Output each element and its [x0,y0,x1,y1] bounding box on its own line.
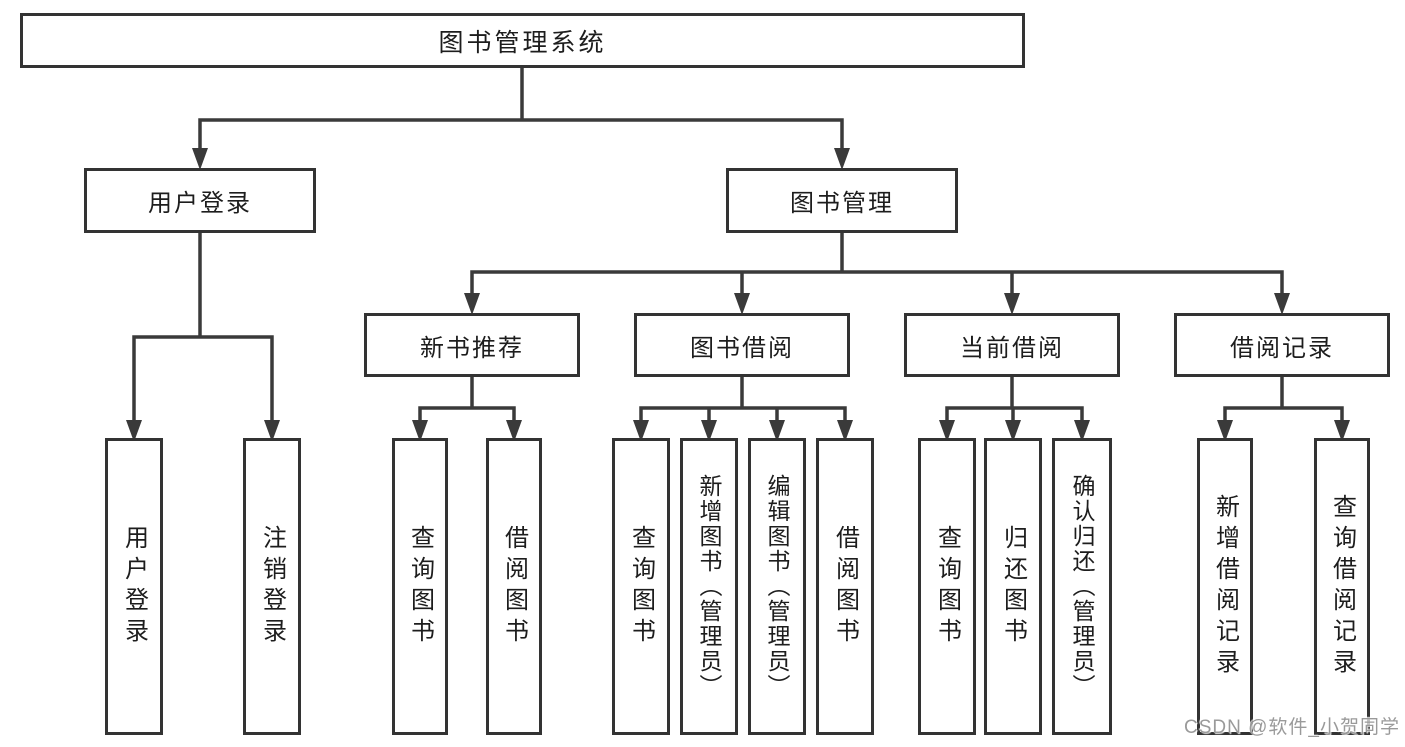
node-borrowing-records: 借阅记录 [1174,313,1390,377]
leaf-recommend-borrow-books: 借阅图书 [486,438,542,735]
leaf-user-login: 用户登录 [105,438,163,735]
node-library-system: 图书管理系统 [20,13,1025,68]
node-user-login: 用户登录 [84,168,316,233]
leaf-records-add-record: 新增借阅记录 [1197,438,1253,735]
node-book-management: 图书管理 [726,168,958,233]
leaf-borrowing-query-books: 查询图书 [612,438,670,735]
node-book-borrowing: 图书借阅 [634,313,850,377]
leaf-current-query-books: 查询图书 [918,438,976,735]
leaf-logout: 注销登录 [243,438,301,735]
leaf-current-return-books: 归还图书 [984,438,1042,735]
leaf-borrowing-edit-books-admin: 编辑图书（管理员） [748,438,806,735]
node-new-book-recommend: 新书推荐 [364,313,580,377]
leaf-borrowing-borrow-books: 借阅图书 [816,438,874,735]
node-current-borrowing: 当前借阅 [904,313,1120,377]
leaf-borrowing-add-books-admin: 新增图书（管理员） [680,438,738,735]
leaf-current-confirm-return-admin: 确认归还（管理员） [1052,438,1112,735]
leaf-records-query-record: 查询借阅记录 [1314,438,1370,735]
leaf-recommend-query-books: 查询图书 [392,438,448,735]
csdn-watermark: CSDN @软件_小贺同学 [1184,717,1400,738]
